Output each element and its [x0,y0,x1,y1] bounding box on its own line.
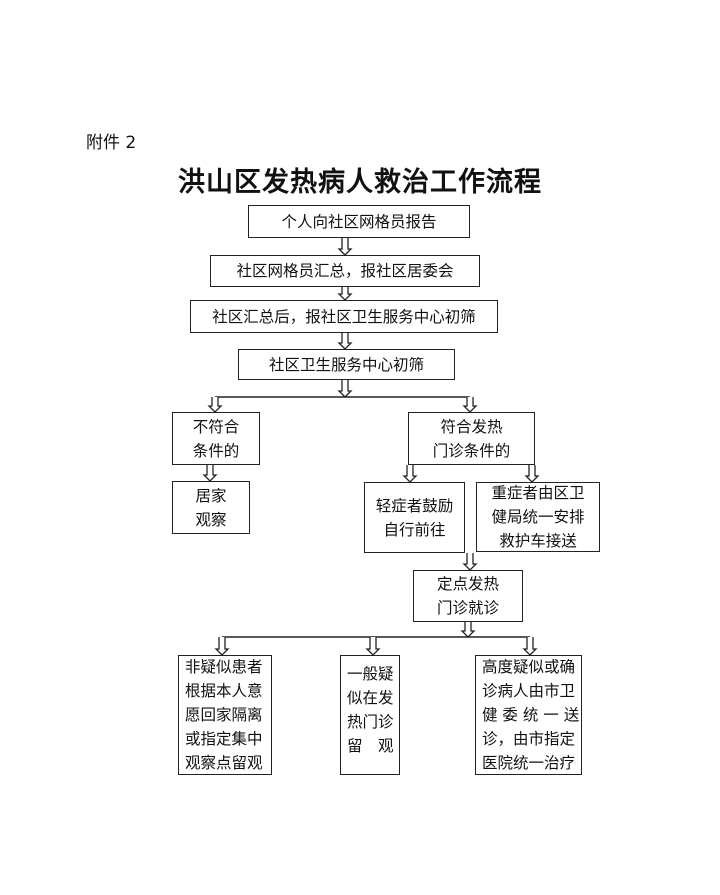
box-not-eligible: 不符合 条件的 [172,412,260,465]
box-text: 社区卫生服务中心初筛 [268,355,424,374]
box-text: 似在发 [347,689,394,707]
page-title: 洪山区发热病人救治工作流程 [178,167,542,198]
box-text: 定点发热 [436,575,499,593]
step-initial-screening: 社区卫生服务中心初筛 [238,349,455,380]
box-eligible: 符合发热 门诊条件的 [408,412,535,465]
box-text: 诊病人由市卫 [482,682,576,700]
down-arrow-icon [462,397,478,413]
box-home-observation: 居家 观察 [172,481,250,534]
box-text: 根据本人意 [185,682,263,700]
box-text: 符合发热 [440,417,503,436]
down-arrow-icon [337,333,353,350]
box-non-suspected: 非疑似患者 根据本人意 愿回家隔离 或指定集中 观察点留观 [178,655,272,775]
box-general-suspected: 一般疑 似在发 热门诊 留 观 [340,655,400,775]
box-text: 个人向社区网格员报告 [281,212,437,231]
down-arrow-icon [214,637,230,656]
down-arrow-icon [365,637,381,656]
box-designated-clinic: 定点发热 门诊就诊 [413,570,523,622]
box-text: 一般疑 [347,665,394,683]
box-text: 诊，由市指定 [482,730,576,748]
box-text: 留 观 [347,737,394,755]
down-arrow-icon [202,465,218,482]
box-text: 观察点留观 [185,754,263,772]
down-arrow-icon [522,637,538,656]
box-mild-cases: 轻症者鼓励 自行前往 [364,482,465,553]
box-text: 或指定集中 [185,730,263,748]
attachment-label: 附件 2 [86,133,137,153]
down-arrow-icon [337,380,353,398]
step-report-to-grid-worker: 个人向社区网格员报告 [248,205,470,238]
box-text: 轻症者鼓励 [375,496,454,515]
box-text: 居家 [195,486,227,505]
step-grid-summary: 社区网格员汇总，报社区居委会 [210,255,480,287]
down-arrow-icon [207,397,223,413]
box-text: 健局统一安排 [491,508,585,526]
box-text: 重症者由区卫 [491,484,585,502]
box-text: 门诊就诊 [436,599,499,617]
down-arrow-icon [402,465,418,483]
down-arrow-icon [337,287,353,301]
box-text: 非疑似患者 [185,658,263,676]
down-arrow-icon [460,622,476,638]
box-text: 医院统一治疗 [482,754,576,772]
box-text: 观察 [195,510,227,529]
step-community-report: 社区汇总后，报社区卫生服务中心初筛 [190,300,498,333]
box-text: 救护车接送 [499,532,577,550]
down-arrow-icon [524,465,540,483]
box-text: 愿回家隔离 [185,706,263,724]
down-arrow-icon [462,553,478,571]
box-text: 高度疑似或确 [482,658,576,676]
box-text: 条件的 [192,441,240,460]
box-text: 不符合 [192,417,240,436]
box-text: 门诊条件的 [432,441,511,460]
box-text: 热门诊 [347,713,394,731]
box-text: 自行前往 [383,520,446,539]
box-text: 社区汇总后，报社区卫生服务中心初筛 [212,307,476,326]
box-text: 健 委 统 一 送 [482,706,580,724]
box-highly-suspected: 高度疑似或确 诊病人由市卫 健 委 统 一 送 诊，由市指定 医院统一治疗 [475,655,582,775]
box-severe-cases: 重症者由区卫 健局统一安排 救护车接送 [476,482,600,552]
box-text: 社区网格员汇总，报社区居委会 [236,262,454,280]
down-arrow-icon [337,238,353,256]
